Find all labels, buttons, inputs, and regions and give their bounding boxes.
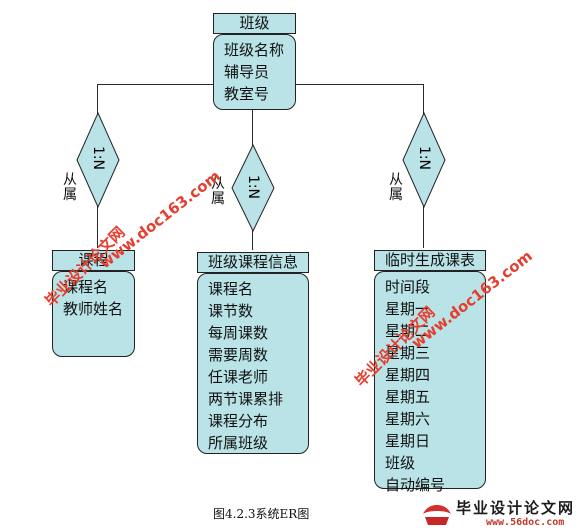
attr: 星期日 (385, 432, 431, 450)
logo-text: 毕业设计论文网 (456, 499, 576, 517)
attr: 辅导员 (224, 63, 270, 81)
logo-icon (423, 505, 451, 525)
attr: 教室号 (224, 85, 270, 103)
connector-class-down (252, 108, 253, 146)
attr: 课节数 (208, 302, 254, 320)
attr: 课程分布 (208, 412, 269, 430)
attr: 星期五 (385, 388, 431, 406)
entity-class-course-title: 班级课程信息 (197, 252, 309, 273)
entity-course-attrs: 课程名 教师姓名 (52, 271, 135, 357)
attr: 两节课累排 (208, 390, 284, 408)
attr: 教师姓名 (63, 300, 124, 318)
attr: 班级名称 (224, 41, 285, 59)
connector-middle-lower (252, 230, 253, 250)
entity-class-course-attrs: 课程名 课节数 每周课数 需要周数 任课老师 两节课累排 课程分布 所属班级 (197, 273, 309, 454)
attr: 需要周数 (208, 346, 269, 364)
entity-class-title: 班级 (213, 13, 296, 34)
entity-course-title: 课程 (52, 250, 135, 271)
relation-label-middle: 从属 (211, 176, 225, 207)
attr: 班级 (385, 454, 416, 472)
relation-cardinality-right: 1:N (416, 145, 432, 171)
connector-left-lower (97, 206, 98, 248)
relation-diamond-left (76, 112, 120, 208)
entity-class-attrs: 班级名称 辅导员 教室号 (213, 34, 296, 110)
logo-url: www.56doc.com (486, 517, 565, 528)
attr: 自动编号 (385, 476, 446, 494)
attr: 星期一 (385, 300, 431, 318)
relation-label-right: 从属 (389, 172, 403, 203)
attr: 课程名 (208, 280, 254, 298)
attr: 星期三 (385, 344, 431, 362)
entity-temp-schedule-title: 临时生成课表 (374, 250, 486, 271)
attr: 每周课数 (208, 324, 269, 342)
relation-cardinality-left: 1:N (90, 145, 106, 171)
attr: 星期二 (385, 322, 431, 340)
figure-caption: 图4.2.3系统ER图 (213, 507, 310, 521)
connector-left-down (97, 84, 98, 114)
attr: 时间段 (385, 278, 431, 296)
relation-diamond-right (402, 112, 446, 208)
attr: 所属班级 (208, 434, 269, 452)
attr: 课程名 (63, 278, 109, 296)
connector-right-lower (423, 206, 424, 248)
entity-temp-schedule-attrs: 时间段 星期一 星期二 星期三 星期四 星期五 星期六 星期日 班级 自动编号 (374, 271, 486, 494)
attr: 任课老师 (208, 368, 269, 386)
connector-right-down (423, 84, 424, 114)
attr: 星期四 (385, 366, 431, 384)
relation-label-left: 从属 (63, 172, 77, 203)
relation-diamond-middle (231, 144, 275, 232)
attr: 星期六 (385, 410, 431, 428)
relation-cardinality-middle: 1:N (245, 174, 261, 200)
